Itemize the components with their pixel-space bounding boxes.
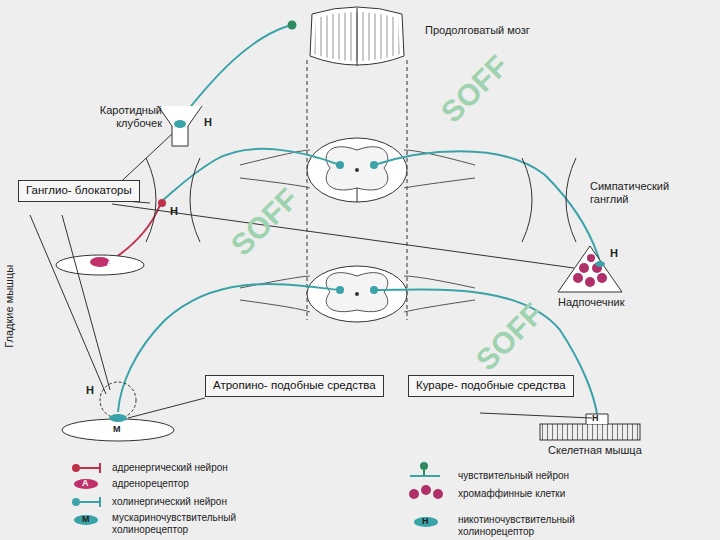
medulla [310, 7, 404, 66]
box-text: Кураре- подобные средства [416, 379, 566, 393]
ganglion [146, 158, 576, 242]
structure-label: Симпатический ганглий [590, 180, 680, 205]
drug-box: Кураре- подобные средства [408, 375, 574, 397]
legend-text: холинергический нейрон [112, 496, 312, 508]
receptor [595, 261, 605, 267]
watermark: SOFF [225, 182, 306, 263]
receptor-letter: Н [592, 413, 599, 423]
drug-box: Атропино- подобные средства [205, 375, 384, 397]
receptor-letter: Н [86, 384, 94, 397]
guide-line [307, 60, 308, 320]
receptor-letter: А [107, 257, 114, 267]
structure-label: Продолговатый мозг [425, 24, 530, 37]
watermark: SOFF [470, 297, 551, 378]
legend-text: адренергический нейрон [112, 462, 312, 474]
cholinergic-axon [118, 149, 600, 414]
structure-label: Каротидный клубочек [92, 104, 162, 129]
legend-text: адренорецептор [112, 478, 312, 490]
smooth-muscle [56, 255, 144, 275]
adrenergic-neuron-body [158, 199, 166, 207]
legend-text: хромаффинные клетки [458, 488, 658, 500]
legend-text: чувствительный нейрон [458, 470, 658, 482]
drug-box: Ганглио- блокаторы [18, 180, 140, 202]
spinal-section [240, 266, 475, 322]
legend-letter: М [82, 514, 90, 524]
receptor-letter: Н [204, 116, 212, 129]
legend-text: никотиночувствительный холинорецептор [458, 514, 608, 537]
structure-label: Скелетная мышца [548, 444, 642, 457]
leader-line [30, 134, 592, 418]
structure-label: Надпочечник [558, 296, 625, 309]
guide-line [407, 60, 408, 320]
box-text: Атропино- подобные средства [213, 379, 376, 393]
watermark: SOFF [435, 49, 516, 130]
legend-letter: Н [422, 516, 429, 526]
legend-letter: А [82, 478, 89, 488]
sensory-neuron-body [288, 21, 297, 30]
chromaffin-cells [573, 254, 607, 287]
smooth-muscle [62, 419, 174, 441]
receptor [174, 120, 186, 128]
legend-text: мускариночувствительный холинорецептор [112, 512, 262, 535]
structure-label: Гладкие мышцы [3, 265, 16, 348]
end-plate [586, 414, 608, 424]
carotid-body [158, 106, 202, 146]
receptor-letter: М [113, 424, 121, 434]
sensory-neuron [180, 26, 288, 120]
skeletal-muscle [540, 424, 640, 440]
adrenergic-axon [112, 205, 160, 260]
ganglion-outline [100, 382, 136, 418]
receptor-letter: Н [610, 247, 618, 260]
receptor-letter: Н [170, 205, 178, 218]
muscarinic-receptor [109, 414, 127, 422]
adrenal-gland [558, 246, 622, 292]
box-text: Ганглио- блокаторы [26, 184, 132, 198]
